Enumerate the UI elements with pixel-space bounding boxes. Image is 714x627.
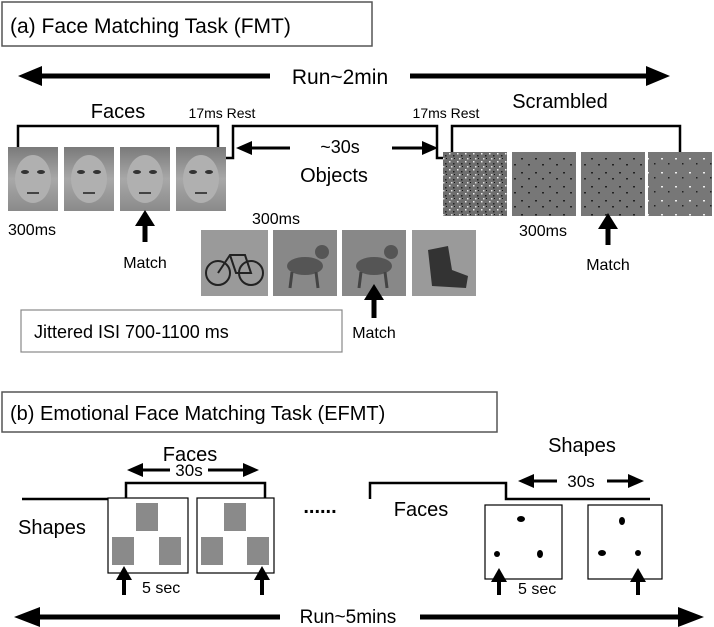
chair-object-image xyxy=(412,230,476,296)
dog-object-image-1 xyxy=(273,230,337,296)
run-arrowhead-right xyxy=(646,66,670,86)
match-label-faces: Match xyxy=(123,255,167,272)
faces-duration-label: 30s xyxy=(175,461,202,480)
match-arrowhead-b4 xyxy=(630,568,646,582)
run-label-a: Run~2min xyxy=(292,66,388,89)
match-label-scrambled: Match xyxy=(586,257,630,274)
scrambled-image-4 xyxy=(648,152,712,216)
panel-a-title-box xyxy=(1,1,373,47)
scrambled-label: Scrambled xyxy=(512,91,608,113)
match-arrowhead-b3 xyxy=(491,568,507,582)
scrambled-image-2 xyxy=(512,152,576,216)
scrambled-time-label: 300ms xyxy=(519,223,567,240)
match-arrowhead-scrambled xyxy=(598,213,618,229)
shape-dot xyxy=(635,550,641,556)
face-thumb xyxy=(159,537,181,565)
panel-b-title-box xyxy=(1,391,498,433)
face-thumb xyxy=(224,503,246,531)
face-image-1 xyxy=(8,147,58,211)
shapes-label-right: Shapes xyxy=(548,435,616,457)
isi-box xyxy=(20,309,343,353)
shape-dot xyxy=(517,516,525,522)
block-timeline-b-left xyxy=(22,481,267,501)
match-arrowhead-objects xyxy=(364,284,384,300)
continuation-dots: ...... xyxy=(303,496,336,518)
faces-time-label: 300ms xyxy=(8,222,56,239)
face-stimuli-a xyxy=(8,147,226,211)
faces-label-a: Faces xyxy=(91,101,145,123)
isi-label: Jittered ISI 700-1100 ms xyxy=(34,322,229,342)
faces-label-right: Faces xyxy=(394,499,448,521)
rest-label-1: 17ms Rest xyxy=(189,105,256,121)
match-label-objects: Match xyxy=(352,325,396,342)
shape-dot xyxy=(494,551,500,557)
block-timeline-a xyxy=(16,124,682,160)
shapes-duration-label: 30s xyxy=(567,472,594,491)
face-image-4 xyxy=(176,147,226,211)
bicycle-image xyxy=(201,230,268,296)
faces-label-b: Faces xyxy=(163,444,217,466)
run-label-b: Run~5mins xyxy=(300,607,397,627)
panel-a-title: (a) Face Matching Task (FMT) xyxy=(10,15,291,38)
run-arrowhead-left xyxy=(18,66,42,86)
face-thumb xyxy=(112,537,134,565)
shape-dot xyxy=(619,517,625,525)
shapes-duration-arrowhead-left xyxy=(518,474,534,488)
match-arrowhead-faces xyxy=(135,210,155,226)
rest-label-2: 17ms Rest xyxy=(413,105,480,121)
block-timeline-b-right xyxy=(368,481,650,501)
duration-label-a: ~30s xyxy=(320,137,360,157)
face-image-2 xyxy=(64,147,114,211)
panel-b: (b) Emotional Face Matching Task (EFMT) … xyxy=(1,391,704,627)
face-thumb xyxy=(247,537,269,565)
time-label-b-left: 5 sec xyxy=(142,580,180,597)
face-thumb xyxy=(136,503,158,531)
object-stimuli xyxy=(201,230,476,296)
face-image-3 xyxy=(120,147,170,211)
duration-arrowhead-left xyxy=(236,141,252,155)
match-arrowhead-b2 xyxy=(254,566,270,580)
shape-dot xyxy=(537,550,543,558)
scrambled-stimuli xyxy=(443,152,712,216)
duration-arrowhead-right xyxy=(422,141,438,155)
scrambled-image-1 xyxy=(443,152,507,216)
run-arrowhead-b-left xyxy=(14,607,40,627)
objects-label: Objects xyxy=(300,165,368,187)
shape-triad-card-1 xyxy=(484,504,563,580)
face-triad-card-1 xyxy=(107,497,189,574)
faces-duration-arrowhead-right xyxy=(243,463,259,477)
time-label-b-right: 5 sec xyxy=(518,581,556,598)
panel-b-title: (b) Emotional Face Matching Task (EFMT) xyxy=(10,403,385,425)
match-arrowhead-b1 xyxy=(116,566,132,580)
run-arrowhead-b-right xyxy=(678,607,704,627)
shape-triad-card-2 xyxy=(587,504,663,580)
dog-object-image-2 xyxy=(342,230,406,296)
shapes-duration-arrowhead-right xyxy=(628,474,644,488)
face-triad-card-2 xyxy=(196,497,275,574)
panel-a: (a) Face Matching Task (FMT) Run~2min Fa… xyxy=(1,1,712,353)
shape-dot xyxy=(598,550,606,556)
objects-time-label: 300ms xyxy=(252,211,300,228)
faces-duration-arrowhead-left xyxy=(127,463,143,477)
face-thumb xyxy=(201,537,223,565)
scrambled-image-3 xyxy=(581,152,645,216)
shapes-label-left: Shapes xyxy=(18,517,86,539)
